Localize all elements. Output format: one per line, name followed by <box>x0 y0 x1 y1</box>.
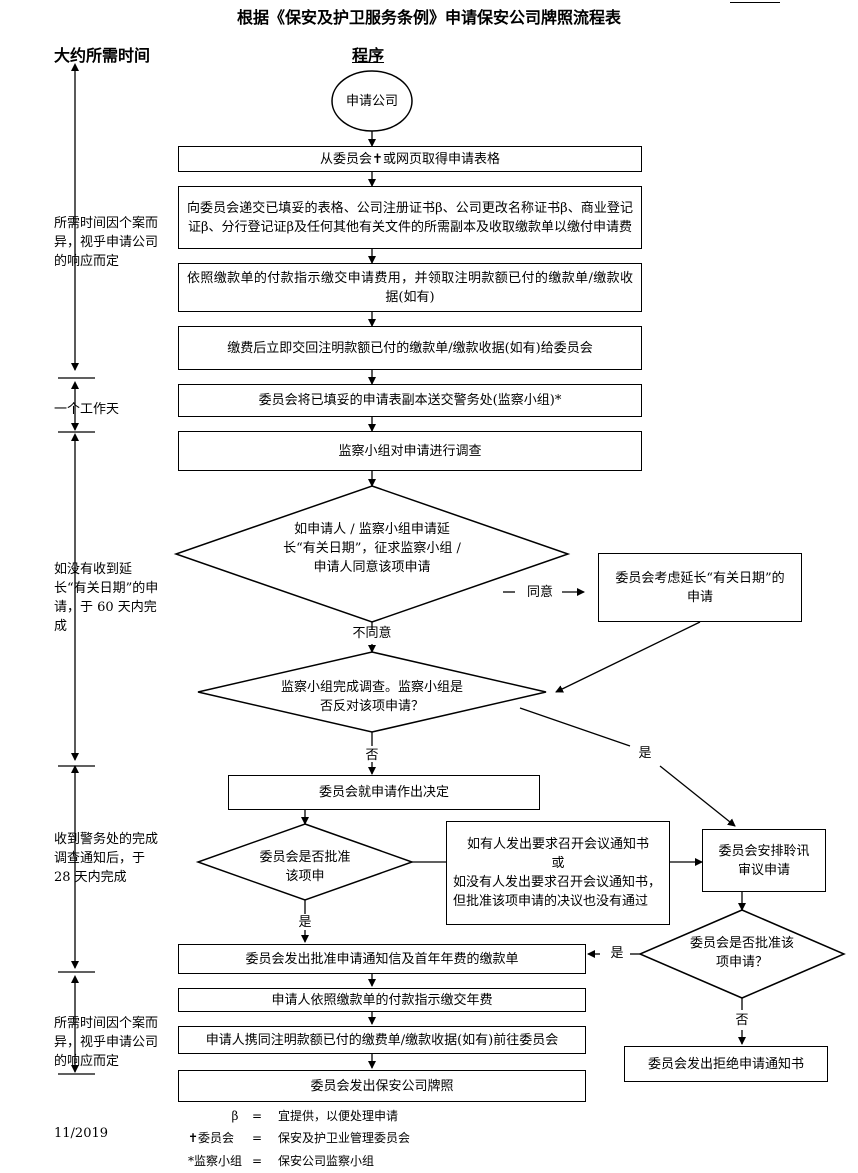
step-obtain-form: 从委员会✝或网页取得申请表格 <box>178 146 642 172</box>
step-issue-approval: 委员会发出批准申请通知信及首年年费的缴款单 <box>178 944 586 974</box>
label-no-hearing: 否 <box>735 1013 749 1028</box>
legend-desc-committee: 保安及护卫业管理委员会 <box>278 1131 411 1145</box>
label-yes-hearing: 是 <box>610 946 624 961</box>
step-consider-extension: 委员会考虑延长“有关日期”的申请 <box>598 553 802 622</box>
meeting-condition-1: 如有人发出要求召开会议通知书 <box>466 837 649 852</box>
legend-eq-beta: = <box>252 1109 263 1123</box>
top-rule <box>730 2 780 3</box>
meeting-condition-2: 如没有人发出要求召开会议通知书，但批准该项申请的决议也没有通过 <box>453 875 662 909</box>
decision-objection-text: 监察小组完成调查。监察小组是否反对该项申请？ <box>280 680 463 714</box>
legend-eq-monitor: = <box>252 1154 263 1168</box>
label-agree: 同意 <box>526 585 553 600</box>
legend-desc-beta: 宜提供，以便处理申请 <box>278 1109 399 1123</box>
start-label: 申请公司 <box>345 94 398 109</box>
legend-symbol-beta: β <box>231 1109 239 1123</box>
page-title: 根据《保安及护卫服务条例》申请保安公司牌照流程表 <box>236 8 621 27</box>
decision-extension-text: 如申请人 / 监察小组申请延长“有关日期”，征求监察小组 / 申请人同意该项申请 <box>283 522 461 575</box>
time-note-60-days: 如没有收到延长“有关日期”的申请，于 60 天内完成 <box>54 562 159 634</box>
start-oval <box>331 70 413 132</box>
legend-symbol-committee: ✝委员会 <box>188 1131 235 1145</box>
time-column-header: 大约所需时间 <box>54 46 151 65</box>
time-note-variable-2: 所需时间因个案而异，视乎申请公司的响应而定 <box>54 1016 159 1069</box>
label-disagree: 不同意 <box>352 626 392 641</box>
time-note-variable-1: 所需时间因个案而异，视乎申请公司的响应而定 <box>54 216 159 269</box>
step-hearing: 委员会安排聆讯审议申请 <box>702 829 826 892</box>
time-note-one-working-day: 一个工作天 <box>54 402 120 417</box>
label-no-objection: 否 <box>365 748 379 763</box>
step-committee-decision: 委员会就申请作出决定 <box>228 775 540 810</box>
step-issue-rejection: 委员会发出拒绝申请通知书 <box>624 1046 828 1082</box>
step-investigation: 监察小组对申请进行调查 <box>178 431 642 471</box>
decision-diamond-objection <box>197 651 547 733</box>
step-bring-receipt: 申请人携同注明款额已付的缴费单/缴款收据(如有)前往委员会 <box>178 1026 586 1054</box>
decision-diamond-extension <box>173 485 571 623</box>
meeting-condition-box: 如有人发出要求召开会议通知书 或 如没有人发出要求召开会议通知书，但批准该项申请… <box>446 821 670 925</box>
decision-hearing-text: 委员会是否批准该项申请？ <box>689 936 794 970</box>
time-note-28-days: 收到警务处的完成调查通知后，于 28 天内完成 <box>54 832 159 885</box>
legend-eq-committee: = <box>252 1131 263 1145</box>
label-yes-objection: 是 <box>638 746 652 761</box>
legend-symbol-monitor: *监察小组 <box>188 1154 243 1168</box>
legend-desc-monitor: 保安公司监察小组 <box>278 1154 375 1168</box>
procedure-column-header: 程序 <box>352 46 385 65</box>
step-return-receipt: 缴费后立即交回注明款额已付的缴款单/缴款收据(如有)给委员会 <box>178 326 642 370</box>
decision-diamond-approval <box>195 823 415 901</box>
meeting-condition-or: 或 <box>551 856 565 871</box>
label-yes-approve: 是 <box>298 915 312 930</box>
step-issue-licence: 委员会发出保安公司牌照 <box>178 1070 586 1102</box>
decision-approval-text: 委员会是否批准该项申 <box>259 850 351 884</box>
step-send-to-police: 委员会将已填妥的申请表副本送交警务处(监察小组)* <box>178 384 642 417</box>
step-submit-documents: 向委员会递交已填妥的表格、公司注册证书β、公司更改名称证书β、商业登记证β、分行… <box>178 186 642 249</box>
step-pay-fee: 依照缴款单的付款指示缴交申请费用，并领取注明款额已付的缴款单/缴款收据(如有) <box>178 263 642 312</box>
decision-diamond-hearing <box>638 909 846 999</box>
step-pay-annual-fee: 申请人依照缴款单的付款指示缴交年费 <box>178 988 586 1012</box>
footer-date: 11/2019 <box>54 1126 109 1141</box>
